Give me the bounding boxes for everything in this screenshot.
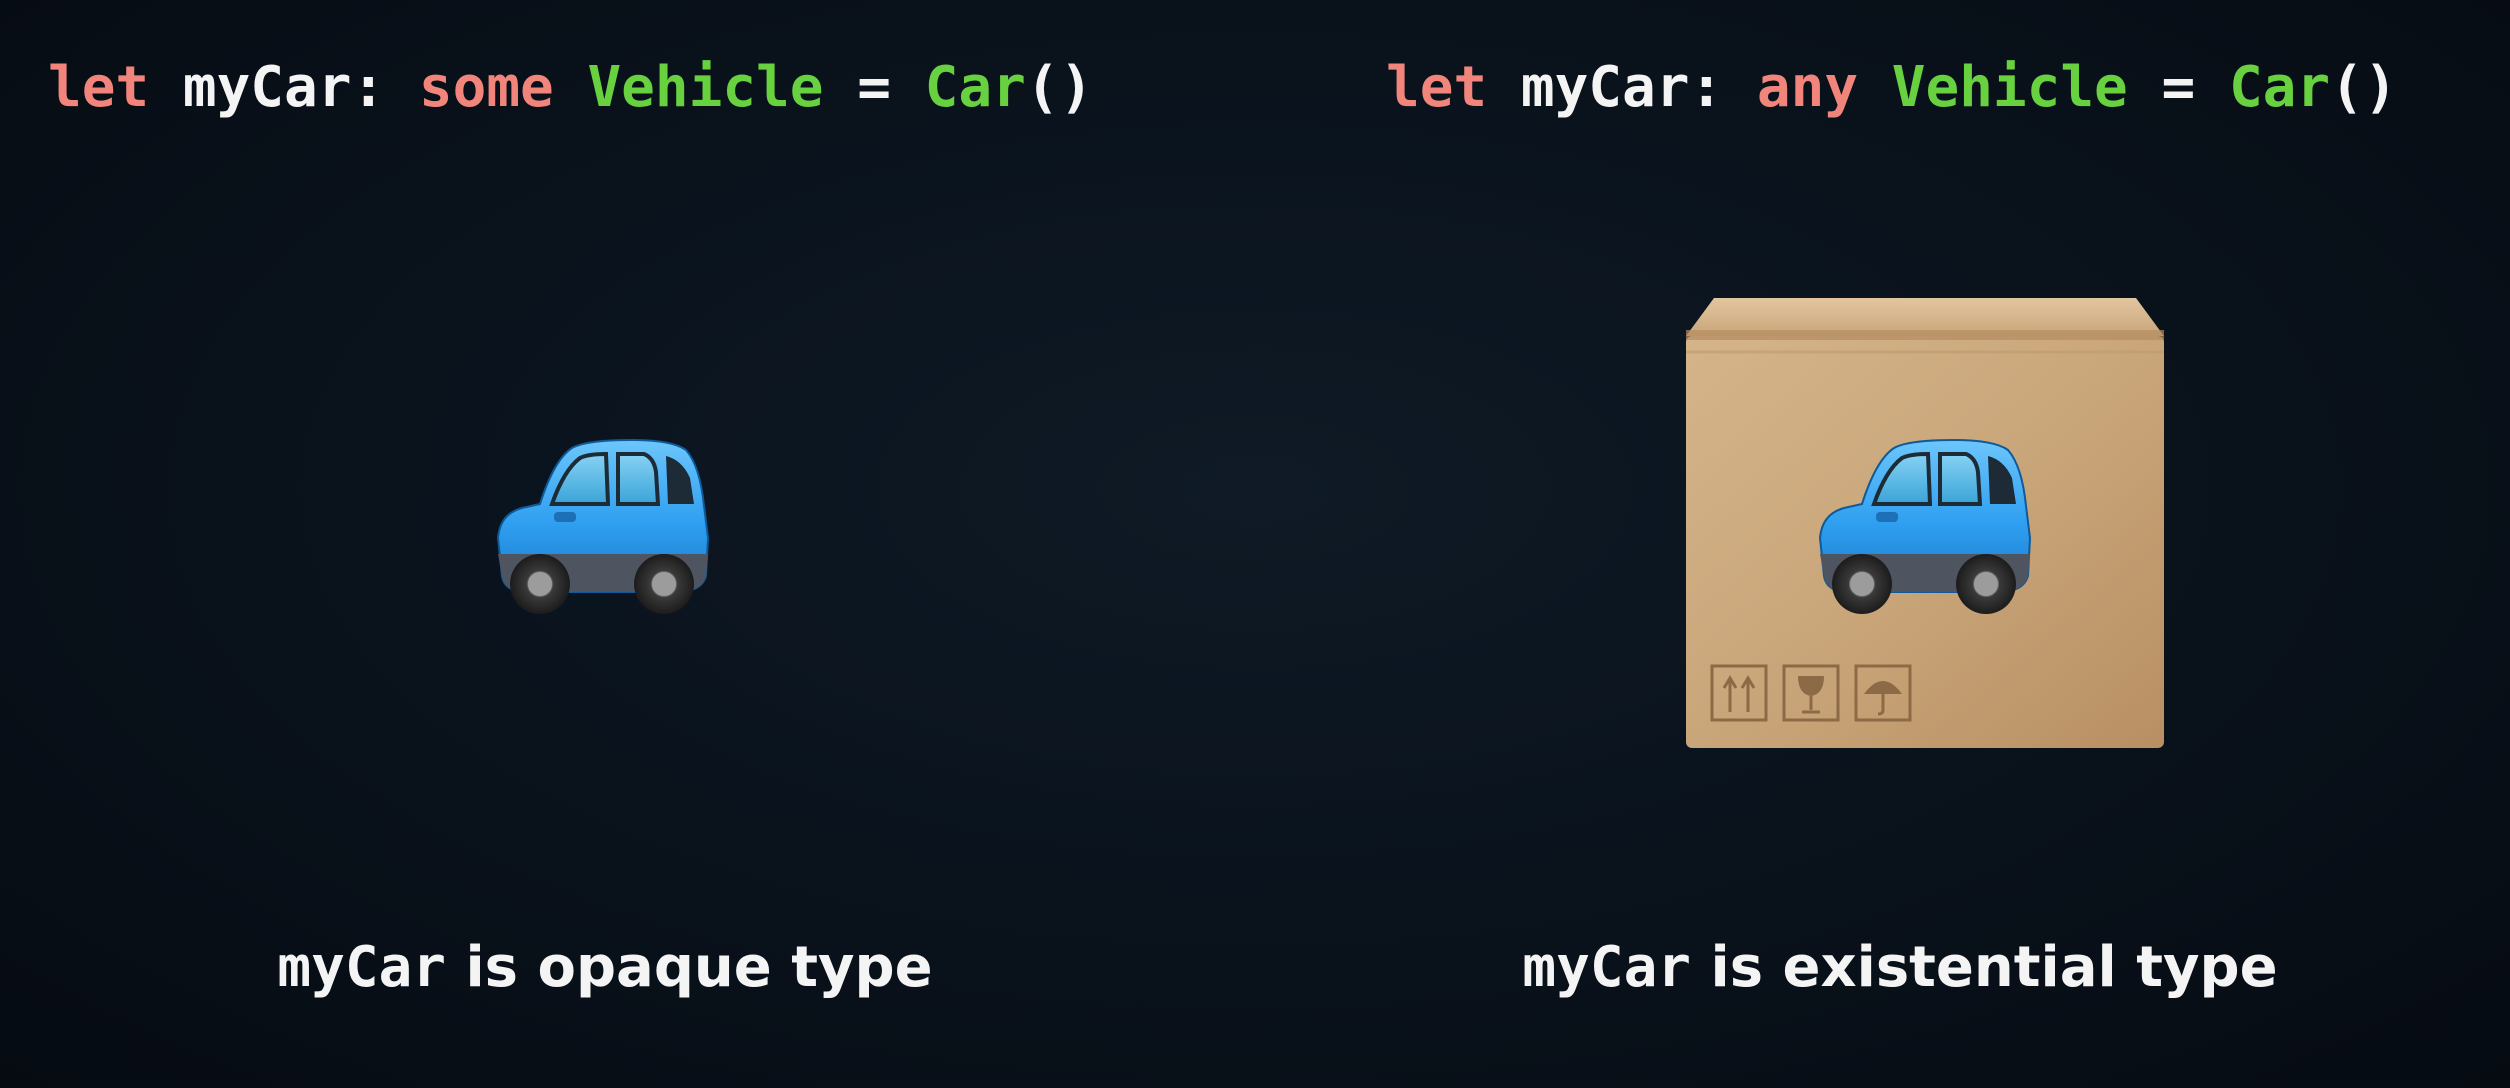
caption-text: is existential type [1710,935,2278,1000]
keep-dry-umbrella-icon [1854,664,1912,722]
colon: : [351,55,386,120]
variable-name: myCar [1520,55,1690,120]
equals-sign: = [2161,55,2196,120]
parentheses: () [1025,55,1094,120]
type-name: Vehicle [1891,55,2128,120]
keyword-let: let [1386,55,1488,120]
keyword-some: some [418,55,554,120]
constructor-name: Car [924,55,1026,120]
caption-text: is opaque type [465,935,933,1000]
this-side-up-icon [1710,664,1768,722]
equals-sign: = [857,55,891,120]
colon: : [1689,55,1724,120]
variable-name: myCar [182,55,352,120]
fragile-glass-icon [1782,664,1840,722]
code-line-some: let myCar: some Vehicle = Car() [48,48,1093,128]
code-line-any: let myCar: any Vehicle = Car() [1386,48,2398,128]
keyword-let: let [48,55,150,120]
constructor-name: Car [2228,55,2331,120]
keyword-any: any [1756,55,1859,120]
parentheses: () [2330,55,2398,120]
type-name: Vehicle [587,55,824,120]
caption-existential: myCar is existential type [1290,928,2510,1008]
car-icon [1818,438,2032,614]
car-icon [496,438,710,614]
caption-code: myCar [277,935,446,1000]
caption-opaque: myCar is opaque type [0,928,1210,1008]
caption-code: myCar [1522,935,1691,1000]
